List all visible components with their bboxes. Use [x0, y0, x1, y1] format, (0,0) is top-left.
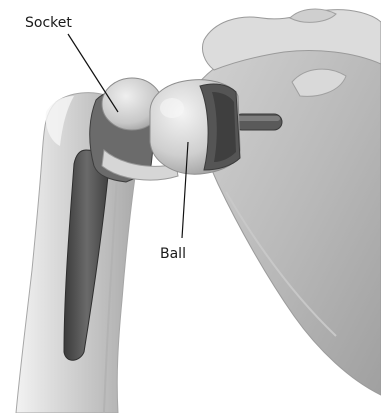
ball-implant [150, 80, 240, 174]
ball-label: Ball [160, 246, 186, 262]
socket-label: Socket [25, 15, 72, 31]
glenoid-implant-peg [234, 114, 282, 130]
